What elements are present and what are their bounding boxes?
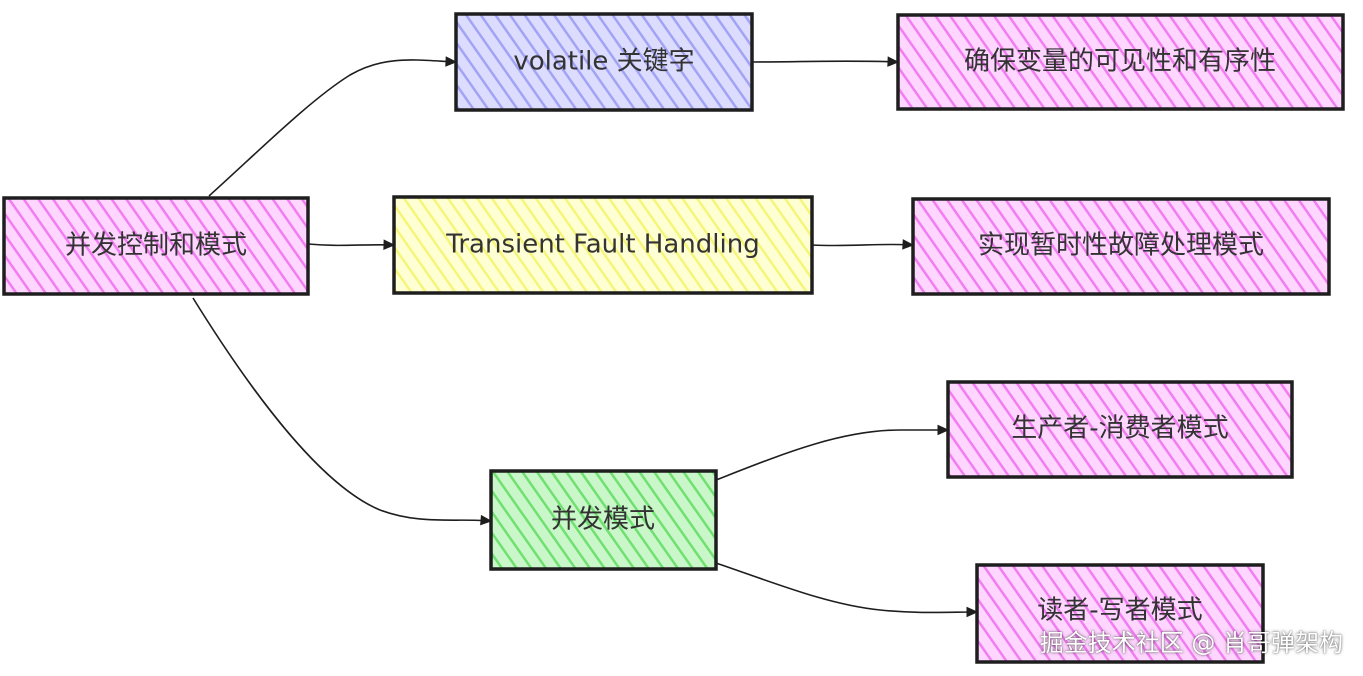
- node-root-box: [2, 196, 310, 296]
- node-patterns[interactable]: 并发模式: [489, 469, 718, 571]
- node-volatile-desc[interactable]: 确保变量的可见性和有序性: [896, 13, 1345, 111]
- watermark: 掘金技术社区 @ 肖哥弹架构: [1039, 629, 1343, 657]
- node-producer-consumer[interactable]: 生产者-消费者模式: [946, 380, 1294, 479]
- node-reader-writer[interactable]: 读者-写者模式: [975, 563, 1265, 664]
- node-transient-label: Transient Fault Handling: [445, 230, 759, 260]
- node-transient[interactable]: Transient Fault Handling: [392, 195, 814, 295]
- node-volatile[interactable]: volatile 关键字: [454, 12, 754, 112]
- node-reader-writer-label: 读者-写者模式: [1037, 596, 1202, 626]
- node-transient-desc-box: [911, 197, 1331, 296]
- edge-volatile-to-desc: [751, 61, 898, 62]
- edge-root-to-transient: [307, 244, 394, 245]
- node-transient-desc-label: 实现暂时性故障处理模式: [978, 231, 1264, 261]
- edge-transient-to-desc: [811, 244, 913, 245]
- node-transient-box: [392, 195, 814, 295]
- node-volatile-label: volatile 关键字: [513, 47, 694, 77]
- edges: [192, 60, 977, 613]
- node-patterns-box: [489, 469, 718, 571]
- node-volatile-desc-label: 确保变量的可见性和有序性: [964, 47, 1276, 77]
- node-patterns-label: 并发模式: [551, 505, 655, 535]
- node-volatile-box: [454, 12, 754, 112]
- node-volatile-desc-box: [896, 13, 1345, 111]
- edge-root-to-volatile: [208, 60, 456, 197]
- edge-patterns-to-reader: [715, 562, 977, 613]
- node-root-label: 并发控制和模式: [65, 231, 247, 261]
- node-reader-writer-box: [975, 563, 1265, 664]
- node-root[interactable]: 并发控制和模式: [2, 196, 310, 296]
- node-producer-consumer-label: 生产者-消费者模式: [1011, 414, 1228, 444]
- node-producer-consumer-box: [946, 380, 1294, 479]
- edge-patterns-to-producer: [715, 430, 948, 481]
- node-transient-desc[interactable]: 实现暂时性故障处理模式: [911, 197, 1331, 296]
- edge-root-to-patterns: [192, 297, 491, 521]
